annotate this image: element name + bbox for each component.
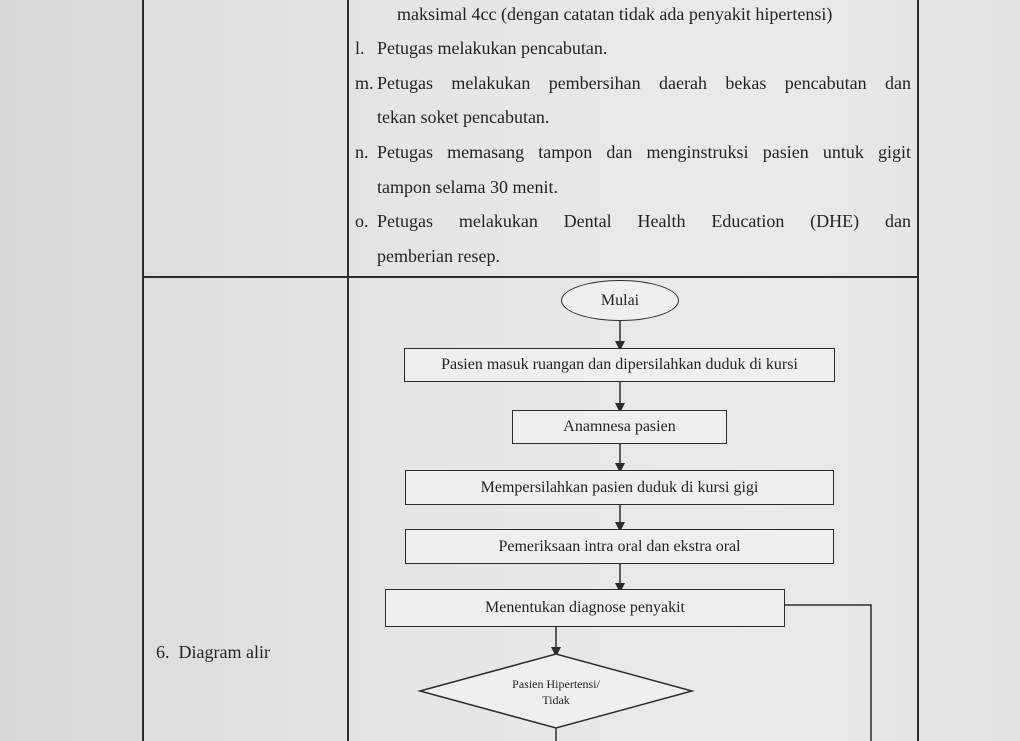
step-m-marker: m. — [355, 73, 374, 93]
step-n-line1: Petugas memasang tampon dan menginstruks… — [377, 142, 911, 162]
flow-step-diagnosis: Menentukan diagnose penyakit — [385, 589, 785, 627]
flow-step-oral-examination: Pemeriksaan intra oral dan ekstra oral — [405, 529, 834, 564]
flow-step-patient-enters: Pasien masuk ruangan dan dipersilahkan d… — [404, 348, 835, 382]
section-label-diagram-alir: 6. Diagram alir — [156, 642, 270, 662]
step-n-line2: tampon selama 30 menit. — [377, 177, 558, 197]
decision-label-line2: Tidak — [542, 693, 570, 707]
table-left-border — [142, 0, 144, 741]
table-right-border — [917, 0, 919, 741]
step-o-marker: o. — [355, 211, 369, 231]
connector-step5-right-branch — [784, 604, 872, 741]
step-l-text: Petugas melakukan pencabutan. — [377, 38, 608, 58]
flow-step-dental-chair: Mempersilahkan pasien duduk di kursi gig… — [405, 470, 834, 505]
decision-diamond — [417, 653, 695, 729]
flow-start-terminator: Mulai — [561, 280, 679, 321]
step-k-continuation: maksimal 4cc (dengan catatan tidak ada p… — [397, 4, 833, 24]
table-row-divider — [142, 276, 919, 278]
step-n-marker: n. — [355, 142, 369, 162]
step-o-line1: Petugas melakukan Dental Health Educatio… — [377, 211, 911, 231]
step-m-line1: Petugas melakukan pembersihan daerah bek… — [377, 73, 911, 93]
step-l-marker: l. — [355, 38, 365, 58]
step-o-line2: pemberian resep. — [377, 246, 500, 266]
table-column-divider — [347, 0, 349, 741]
flow-step-anamnesis: Anamnesa pasien — [512, 410, 727, 444]
decision-label-line1: Pasien Hipertensi/ — [512, 677, 600, 691]
step-m-line2: tekan soket pencabutan. — [377, 107, 550, 127]
